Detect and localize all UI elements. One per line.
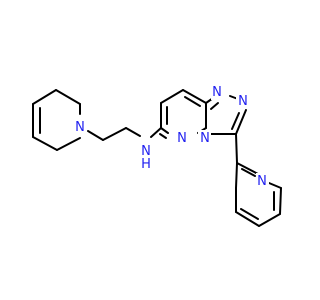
bond [160, 127, 169, 134]
bond-double-inner [231, 112, 240, 130]
atom-labels: N N H N N N N N [74, 84, 269, 189]
bond [235, 109, 247, 135]
bond-double-inner [241, 168, 256, 177]
bond [235, 162, 238, 189]
atom-label: N [177, 131, 187, 146]
bond [125, 127, 141, 137]
bond [56, 137, 81, 151]
bond [182, 89, 207, 104]
atom-bridge-n: N [198, 130, 211, 146]
atom-label: N [200, 131, 210, 146]
atom-triazole-n2: N [236, 93, 249, 109]
bond [87, 130, 104, 141]
bond [102, 127, 127, 141]
bond-double-inner [240, 208, 259, 220]
bond [150, 127, 162, 138]
bond [258, 213, 281, 227]
bond [235, 133, 238, 164]
bond [235, 211, 260, 227]
bond [32, 89, 57, 105]
molecule-structure: N N H N N N N N [32, 84, 282, 227]
bond [55, 89, 81, 105]
atom-pyridine-n: N [256, 173, 269, 189]
bond-double-outer [159, 133, 167, 139]
bond [268, 182, 282, 189]
atom-label: N [238, 94, 248, 109]
atom-label: N [141, 144, 151, 159]
bond-double-inner [184, 96, 201, 107]
atom-label: N [257, 174, 267, 189]
bond-double-inner [210, 102, 219, 110]
atom-label: N [75, 120, 85, 135]
bond [279, 187, 282, 215]
bond [160, 89, 184, 104]
atom-amine-n: N [138, 143, 158, 159]
atom-amine-h: H [140, 156, 153, 172]
bonds [32, 89, 282, 227]
atom-pyridazine-n: N [176, 130, 189, 146]
atom-label: N [212, 85, 222, 100]
atom-label: H [141, 157, 151, 172]
bond [32, 136, 58, 151]
atom-triazole-n1: N [211, 84, 224, 100]
bond [236, 162, 259, 175]
atom-tetrahydropyridine-n: N [74, 118, 87, 135]
